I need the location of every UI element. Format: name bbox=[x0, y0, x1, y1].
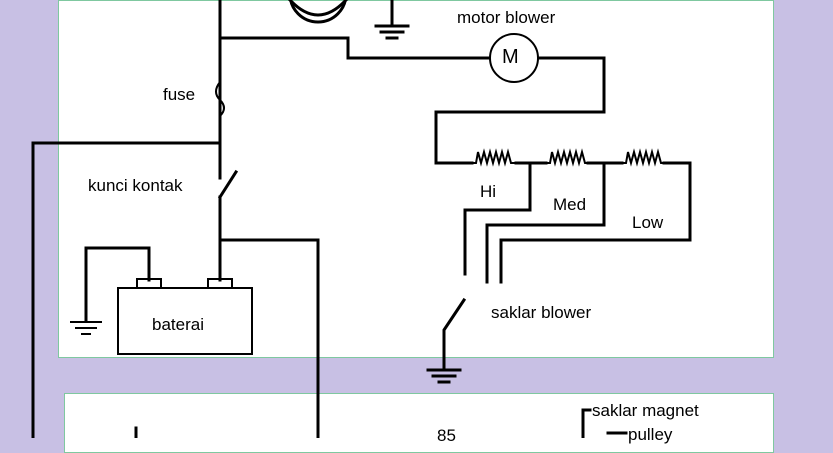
hi-tap-wire bbox=[463, 161, 532, 276]
battery-ground-icon bbox=[70, 321, 102, 335]
kunci-kontak-switch bbox=[217, 169, 239, 200]
saklar-magnet-label: saklar magnet bbox=[592, 401, 699, 420]
left-feed-wire bbox=[31, 141, 222, 438]
motor-feed-wire bbox=[218, 36, 492, 60]
wiring-diagram bbox=[31, 0, 692, 438]
resistor-med-icon bbox=[546, 148, 588, 167]
top-component-wire bbox=[218, 0, 349, 17]
bus-lower-wire bbox=[218, 195, 320, 438]
fuse-label: fuse bbox=[163, 85, 196, 104]
pulley-label: pulley bbox=[628, 425, 673, 444]
med-label: Med bbox=[553, 195, 587, 214]
motor-symbol-label: M bbox=[502, 46, 519, 68]
motor-blower-label: motor blower bbox=[457, 8, 556, 27]
kunci-kontak-label: kunci kontak bbox=[88, 176, 183, 195]
motor-return-wire bbox=[434, 56, 606, 165]
battery-positive-terminal bbox=[207, 278, 233, 289]
resistor-hi-icon bbox=[472, 148, 516, 167]
top-component-icon bbox=[289, 0, 347, 24]
upper-circuit-panel bbox=[58, 0, 774, 358]
saklar-ground-icon bbox=[426, 350, 462, 384]
hi-label: Hi bbox=[480, 182, 497, 201]
battery-negative-terminal bbox=[136, 278, 162, 289]
battery-body bbox=[117, 287, 253, 355]
saklar-blower-label: saklar blower bbox=[491, 303, 592, 322]
baterai-label: baterai bbox=[152, 315, 204, 334]
battery-negative-wire bbox=[84, 246, 151, 322]
low-label: Low bbox=[632, 213, 664, 232]
saklar-magnet-bracket bbox=[581, 408, 628, 438]
relay-85-label: 85 bbox=[437, 426, 456, 445]
top-ground-icon bbox=[374, 0, 410, 40]
resistor-low-icon bbox=[622, 148, 664, 167]
med-tap-wire bbox=[485, 161, 606, 284]
motor-blower-icon bbox=[489, 33, 539, 83]
fuse-icon bbox=[215, 81, 225, 117]
saklar-blower-arm bbox=[442, 297, 467, 354]
